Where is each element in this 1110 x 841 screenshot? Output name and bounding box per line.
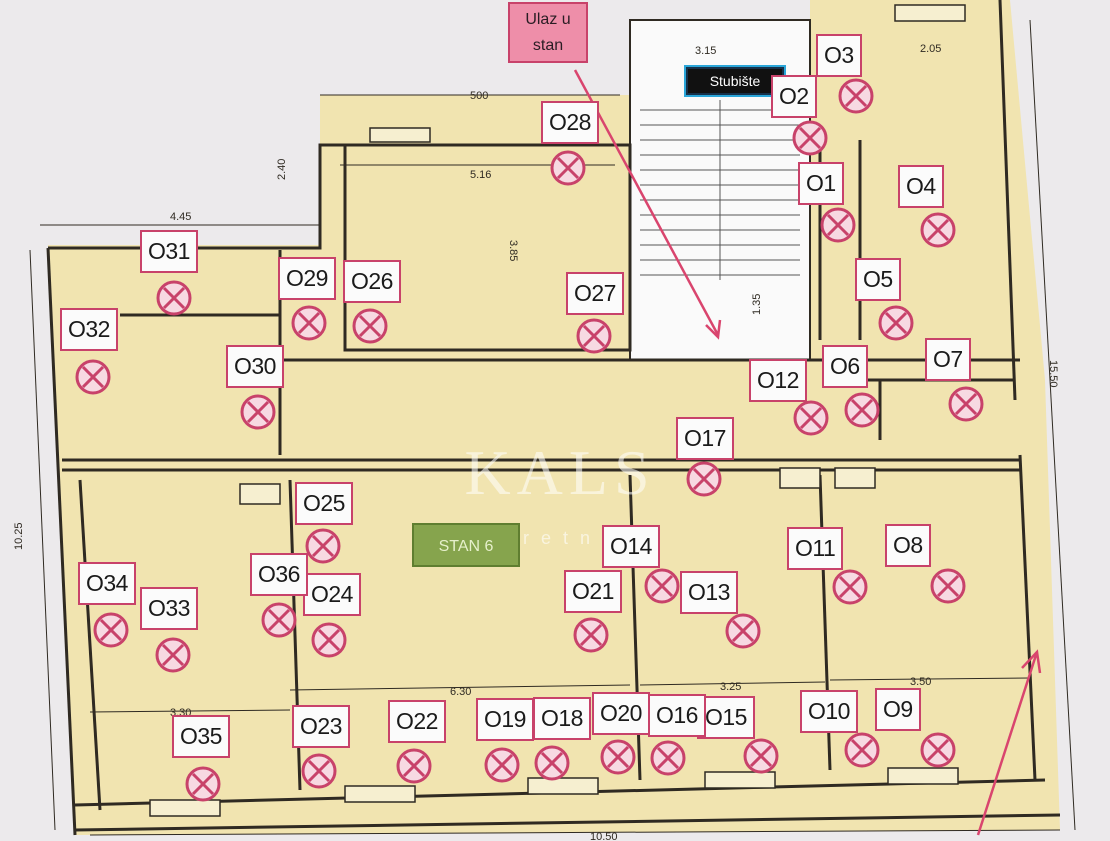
stairwell-label: Stubište bbox=[684, 65, 786, 97]
outlet-label-o20: O20 bbox=[592, 692, 650, 735]
crossed-circle-icon bbox=[820, 207, 856, 243]
crossed-circle-icon bbox=[261, 602, 297, 638]
watermark-brand: KALS bbox=[464, 437, 656, 508]
outlet-label-o17: O17 bbox=[676, 417, 734, 460]
crossed-circle-icon bbox=[301, 753, 337, 789]
outlet-label-o29: O29 bbox=[278, 257, 336, 300]
svg-text:1.35: 1.35 bbox=[751, 294, 763, 315]
crossed-circle-icon bbox=[920, 732, 956, 768]
floor-fill bbox=[48, 0, 1060, 835]
crossed-circle-icon bbox=[75, 359, 111, 395]
crossed-circle-icon bbox=[93, 612, 129, 648]
crossed-circle-icon bbox=[686, 461, 722, 497]
outlet-label-o3: O3 bbox=[816, 34, 862, 77]
outlet-label-o28: O28 bbox=[541, 101, 599, 144]
crossed-circle-icon bbox=[644, 568, 680, 604]
dimension-labels: 500 5.16 3.85 2.40 4.45 6.30 3.30 3.25 3… bbox=[13, 43, 1059, 841]
outlet-label-o26: O26 bbox=[343, 260, 401, 303]
crossed-circle-icon bbox=[156, 280, 192, 316]
entrance-label: Ulaz u stan bbox=[508, 2, 588, 64]
crossed-circle-icon bbox=[838, 78, 874, 114]
outlet-label-o27: O27 bbox=[566, 272, 624, 315]
crossed-circle-icon bbox=[930, 568, 966, 604]
outlet-label-o21: O21 bbox=[564, 570, 622, 613]
svg-text:6.30: 6.30 bbox=[450, 686, 471, 698]
crossed-circle-icon bbox=[725, 613, 761, 649]
crossed-circle-icon bbox=[792, 120, 828, 156]
crossed-circle-icon bbox=[920, 212, 956, 248]
walls bbox=[46, 0, 1061, 836]
crossed-circle-icon bbox=[650, 740, 686, 776]
crossed-circle-icon bbox=[948, 386, 984, 422]
outlet-label-o34: O34 bbox=[78, 562, 136, 605]
svg-text:10.50: 10.50 bbox=[590, 831, 618, 841]
svg-text:3.50: 3.50 bbox=[910, 676, 931, 688]
crossed-circle-icon bbox=[878, 305, 914, 341]
crossed-circle-icon bbox=[291, 305, 327, 341]
outlet-label-o23: O23 bbox=[292, 705, 350, 748]
outlet-label-o13: O13 bbox=[680, 571, 738, 614]
outlet-label-o7: O7 bbox=[925, 338, 971, 381]
crossed-circle-icon bbox=[484, 747, 520, 783]
outlet-label-o30: O30 bbox=[226, 345, 284, 388]
crossed-circle-icon bbox=[311, 622, 347, 658]
outlet-label-o12: O12 bbox=[749, 359, 807, 402]
crossed-circle-icon bbox=[793, 400, 829, 436]
arrow-icon bbox=[976, 654, 1038, 836]
outlet-label-o36: O36 bbox=[250, 553, 308, 596]
svg-text:2.05: 2.05 bbox=[920, 43, 941, 55]
crossed-circle-icon bbox=[844, 732, 880, 768]
crossed-circle-icon bbox=[534, 745, 570, 781]
arrow-icon-head bbox=[705, 319, 722, 340]
outlet-label-o32: O32 bbox=[60, 308, 118, 351]
outlet-label-o9: O9 bbox=[875, 688, 921, 731]
crossed-circle-icon bbox=[550, 150, 586, 186]
svg-text:3.15: 3.15 bbox=[695, 45, 716, 57]
outlet-label-o31: O31 bbox=[140, 230, 198, 273]
apartment-label: STAN 6 bbox=[412, 523, 520, 567]
crossed-circle-icon bbox=[240, 394, 276, 430]
outlet-label-o24: O24 bbox=[303, 573, 361, 616]
svg-text:10.25: 10.25 bbox=[13, 522, 25, 550]
outlet-label-o14: O14 bbox=[602, 525, 660, 568]
outlet-label-o1: O1 bbox=[798, 162, 844, 205]
outlet-label-o8: O8 bbox=[885, 524, 931, 567]
svg-text:3.85: 3.85 bbox=[507, 240, 519, 261]
dimension-lines bbox=[29, 19, 1076, 836]
svg-text:4.45: 4.45 bbox=[170, 211, 191, 223]
svg-text:500: 500 bbox=[470, 90, 488, 102]
crossed-circle-icon bbox=[743, 738, 779, 774]
outlet-label-o15: O15 bbox=[697, 696, 755, 739]
crossed-circle-icon bbox=[396, 748, 432, 784]
crossed-circle-icon bbox=[185, 766, 221, 802]
crossed-circle-icon bbox=[155, 637, 191, 673]
outlet-label-o10: O10 bbox=[800, 690, 858, 733]
crossed-circle-icon bbox=[573, 617, 609, 653]
outlet-label-o18: O18 bbox=[533, 697, 591, 740]
crossed-circle-icon bbox=[352, 308, 388, 344]
outlet-label-o19: O19 bbox=[476, 698, 534, 741]
svg-text:15.50: 15.50 bbox=[1047, 360, 1059, 388]
outlet-label-o2: O2 bbox=[771, 75, 817, 118]
crossed-circle-icon bbox=[305, 528, 341, 564]
crossed-circle-icon bbox=[844, 392, 880, 428]
outlet-label-o22: O22 bbox=[388, 700, 446, 743]
outlet-label-o35: O35 bbox=[172, 715, 230, 758]
outlet-label-o11: O11 bbox=[787, 527, 844, 570]
outlet-label-o16: O16 bbox=[648, 694, 706, 737]
windows bbox=[149, 4, 966, 817]
arrow-icon-head bbox=[1021, 649, 1042, 674]
svg-text:2.40: 2.40 bbox=[276, 159, 288, 180]
svg-text:3.25: 3.25 bbox=[720, 681, 741, 693]
outlet-label-o25: O25 bbox=[295, 482, 353, 525]
crossed-circle-icon bbox=[832, 569, 868, 605]
crossed-circle-icon bbox=[576, 318, 612, 354]
outlet-label-o5: O5 bbox=[855, 258, 901, 301]
outlet-label-o6: O6 bbox=[822, 345, 868, 388]
outlet-label-o4: O4 bbox=[898, 165, 944, 208]
outlet-label-o33: O33 bbox=[140, 587, 198, 630]
crossed-circle-icon bbox=[600, 739, 636, 775]
svg-text:5.16: 5.16 bbox=[470, 169, 491, 181]
